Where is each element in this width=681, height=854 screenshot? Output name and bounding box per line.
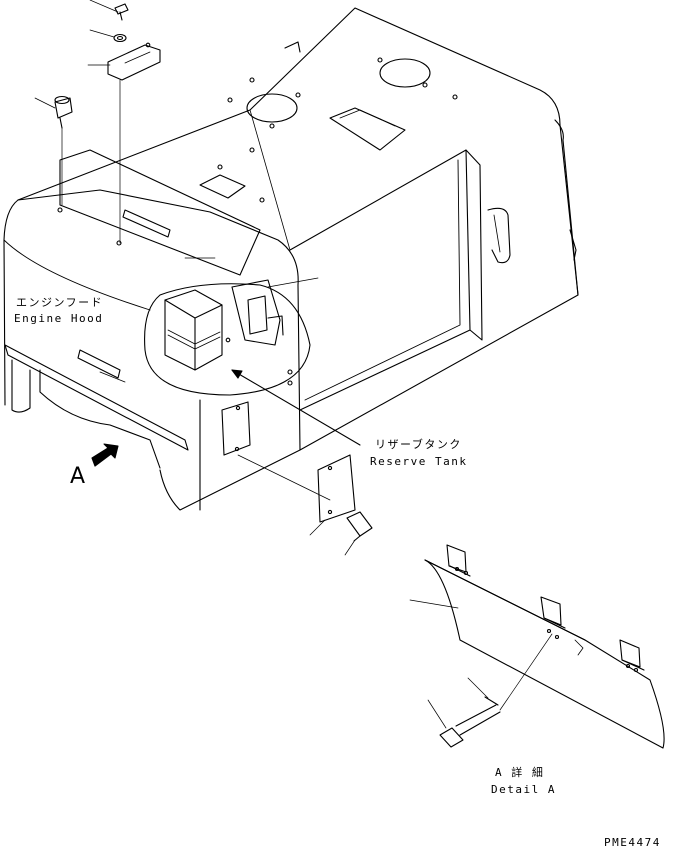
exploded-washer: [89, 29, 127, 43]
reserve-tank-label-jp: リザーブタンク: [375, 438, 462, 451]
exploded-bolt-top: [89, 0, 129, 21]
detail-a-plate: [409, 544, 665, 749]
view-arrow: [91, 443, 119, 467]
detail-label-en: Detail A: [491, 783, 556, 796]
exploded-cap: [34, 95, 73, 206]
reserve-tank-callout: [144, 283, 361, 446]
detail-label-jp: A 詳 細: [495, 766, 545, 779]
tank-bracket: [231, 279, 284, 346]
drawing-number: PME4474: [604, 836, 661, 849]
reserve-tank-label-en: Reserve Tank: [370, 455, 468, 468]
engine-hood-label-jp: エンジンフード: [16, 296, 104, 309]
side-bolt-exploded: [344, 511, 373, 556]
engine-hood-body: [3, 7, 579, 511]
view-arrow-label: A: [70, 464, 86, 489]
side-cover-exploded: [237, 454, 356, 536]
engine-hood-label-en: Engine Hood: [14, 312, 104, 325]
detail-a-bolt: [427, 633, 553, 748]
exploded-latch: [87, 42, 161, 244]
